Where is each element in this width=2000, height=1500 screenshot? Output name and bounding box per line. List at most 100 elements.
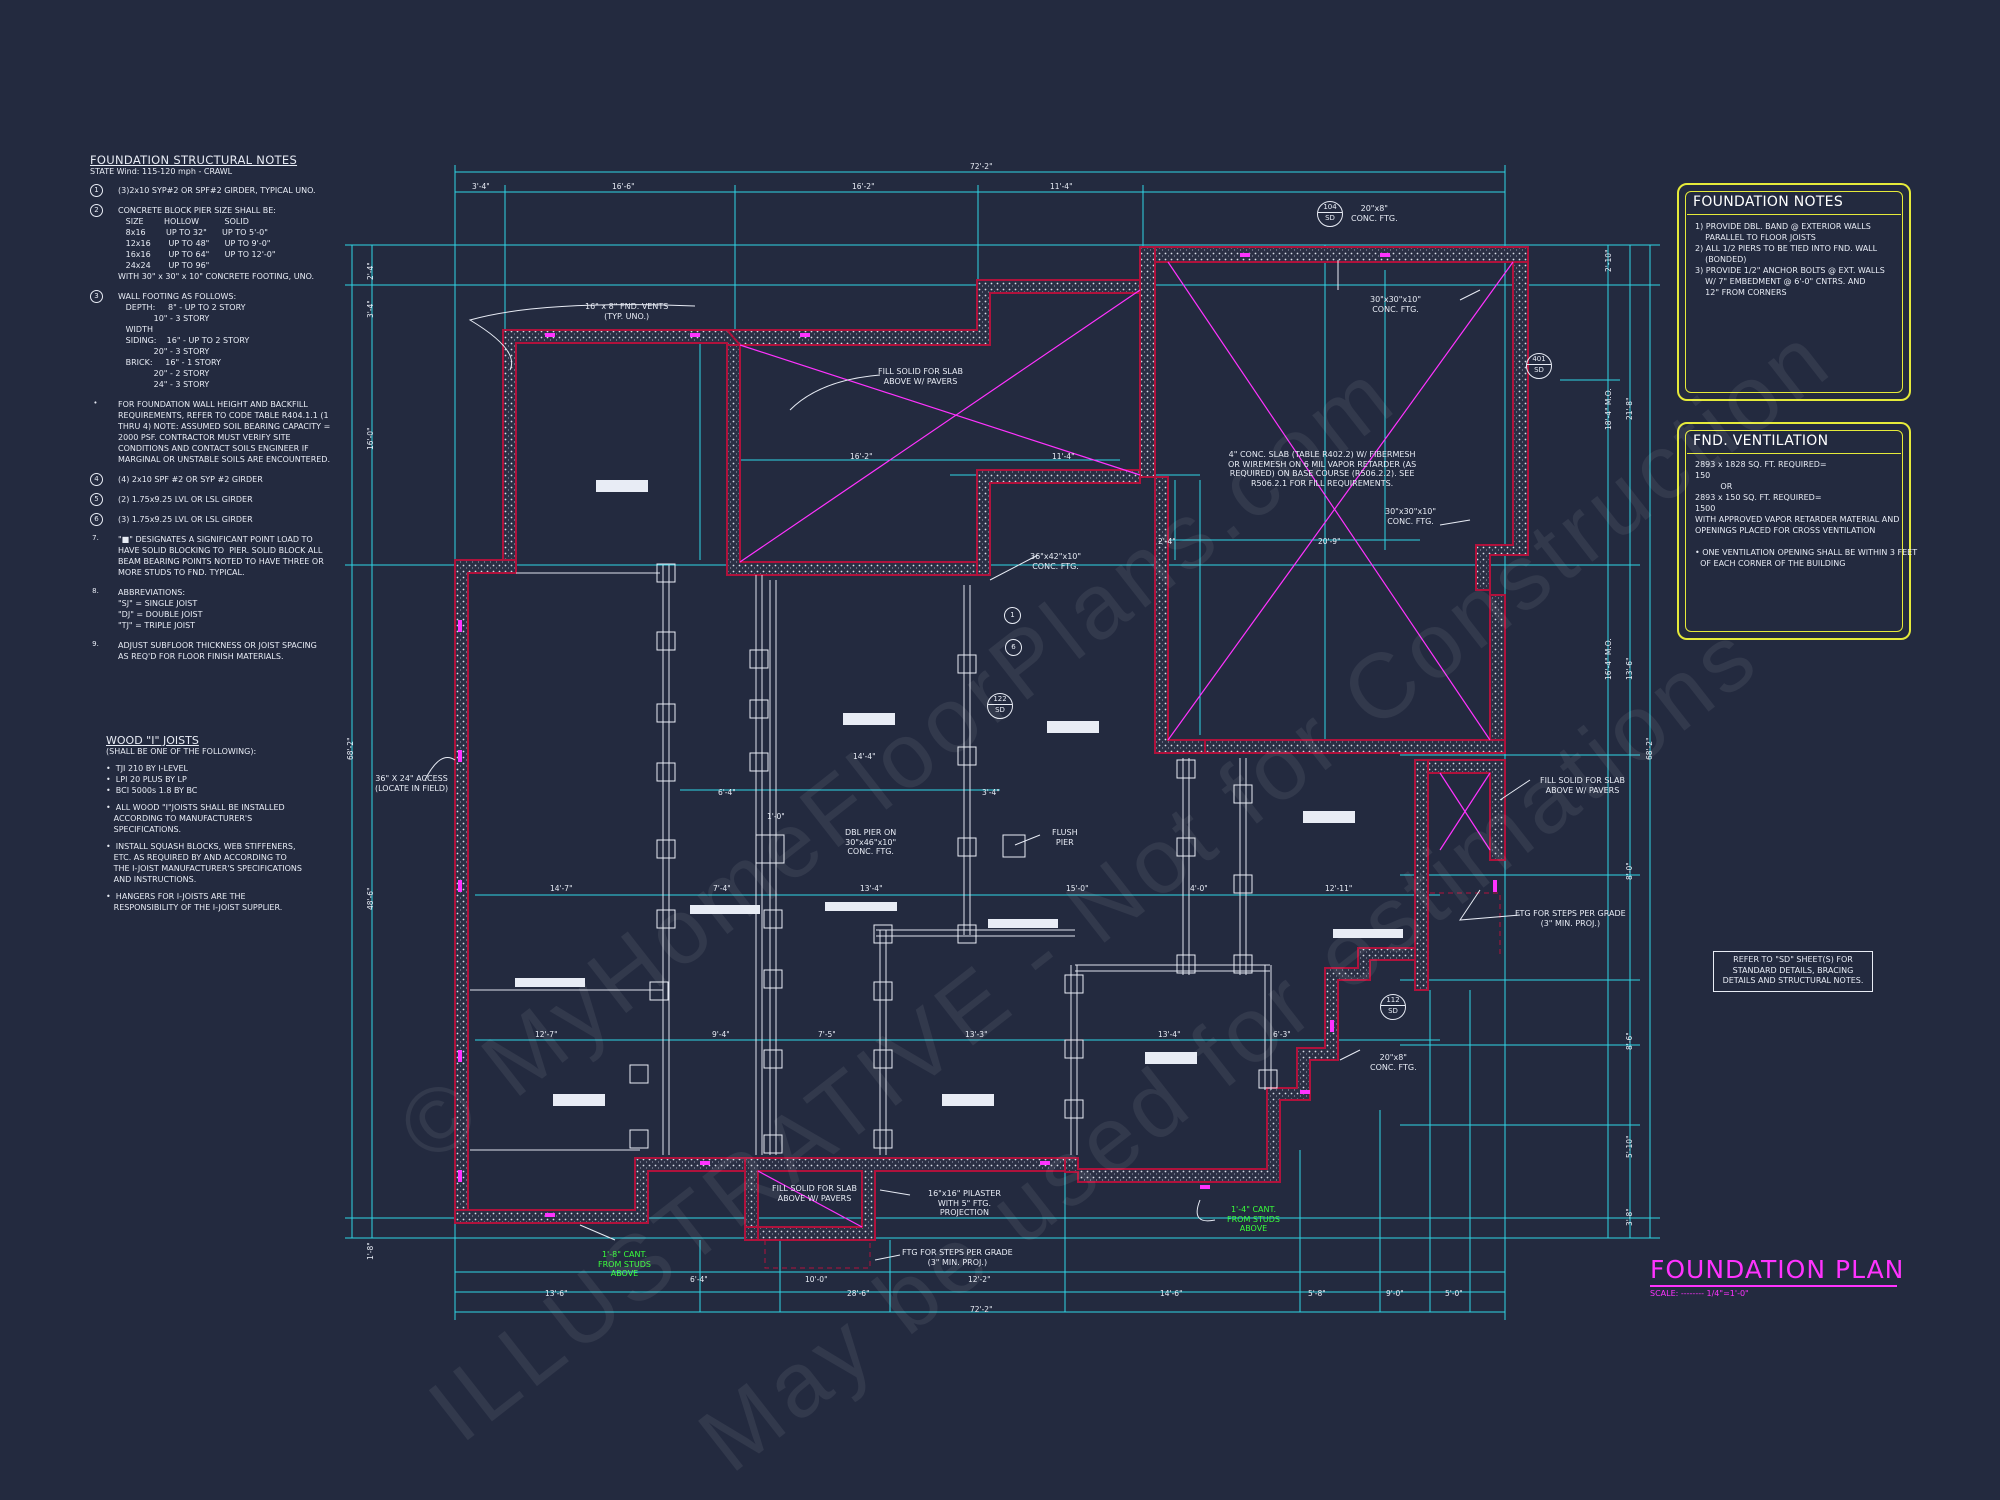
dim-left-seg: 3'-4" <box>366 300 375 318</box>
leader-lines <box>424 260 1531 1261</box>
structural-note: 3 WALL FOOTING AS FOLLOWS: DEPTH: 8" - UP… <box>90 290 360 390</box>
note-line: "TJ" = TRIPLE JOIST <box>118 621 196 630</box>
dim-inner: 14'-4" <box>853 752 876 761</box>
joist-note: • TJI 210 BY I-LEVEL • LPI 20 PLUS BY LP… <box>106 764 198 795</box>
callout-ftg-30-mid: 30"x30"x10" CONC. FTG. <box>1385 507 1437 526</box>
note-line: (3) 1.75x9.25 LVL OR LSL GIRDER <box>118 515 253 524</box>
drawing-scale: SCALE: -------- 1/4"=1'-0" <box>1650 1289 1749 1298</box>
dim-row1: 15'-0" <box>1066 884 1089 893</box>
note-number: 4 <box>90 473 103 486</box>
note-line: MARGINAL OR UNSTABLE SOILS ARE ENCOUNTER… <box>118 455 331 464</box>
wood-joists-title: WOOD "I" JOISTS <box>106 734 199 747</box>
note-line: MORE STUDS TO FND. TYPICAL. <box>118 568 245 577</box>
structural-notes-list: 1(3)2x10 SYP#2 OR SPF#2 GIRDER, TYPICAL … <box>90 184 360 662</box>
note-line: 2000 PSF. CONTRACTOR MUST VERIFY SITE <box>118 433 291 442</box>
ventilation-title: FND. VENTILATION <box>1693 433 1829 449</box>
dim-right-seg: 2'-10" <box>1604 249 1613 272</box>
note-number: • <box>93 399 98 407</box>
dim-bottom-overall: 72'-2" <box>970 1305 993 1314</box>
callout-ftg-36: 36"x42"x10" CONC. FTG. <box>1030 552 1082 571</box>
dim-top-seg: 3'-4" <box>472 182 490 191</box>
note-number: 1 <box>90 184 103 197</box>
callout-ftg-steps-bottom: FTG FOR STEPS PER GRADE (3" MIN. PROJ.) <box>902 1248 1013 1267</box>
dim-row2: 13'-3" <box>965 1030 988 1039</box>
note-line: "SJ" = SINGLE JOIST <box>118 599 198 608</box>
structural-notes-title: FOUNDATION STRUCTURAL NOTES <box>90 153 298 167</box>
note-line: (2) 1.75x9.25 LVL OR LSL GIRDER <box>118 495 253 504</box>
foundation-notes-text: 1) PROVIDE DBL. BAND @ EXTERIOR WALLS PA… <box>1695 222 1885 297</box>
dim-bottom: 28'-6" <box>847 1289 870 1298</box>
note-number: 3 <box>90 290 103 303</box>
note-line: WITH 30" x 30" x 10" CONCRETE FOOTING, U… <box>118 272 315 281</box>
structural-note: 2 CONCRETE BLOCK PIER SIZE SHALL BE: SIZE… <box>90 204 360 282</box>
box-frame <box>1685 430 1903 632</box>
vent-markers <box>458 253 1497 1217</box>
dim-row2: 12'-7" <box>535 1030 558 1039</box>
note-number: 2 <box>90 204 103 217</box>
structural-notes-subtitle: STATE Wind: 115-120 mph - CRAWL <box>90 167 233 176</box>
reference-note: REFER TO "SD" SHEET(S) FOR STANDARD DETA… <box>1713 951 1873 992</box>
callout-access: 36" X 24" ACCESS (LOCATE IN FIELD) <box>375 774 449 793</box>
dim-right-seg: 3'-8" <box>1625 1208 1634 1226</box>
callout-ftg-steps-right: FTG FOR STEPS PER GRADE (3" MIN. PROJ.) <box>1515 909 1626 928</box>
dim-right-seg: 16'-4" M.O. <box>1604 638 1613 680</box>
dim-left-seg: 48'-6" <box>366 887 375 910</box>
note-line: SIDING: 16" - UP TO 2 STORY <box>118 336 250 345</box>
note-line: BRICK: 16" - 1 STORY <box>118 358 221 367</box>
drawing-title: FOUNDATION PLAN <box>1650 1255 1905 1284</box>
callout-pilaster: 16"x16" PILASTER WITH 5" FTG. PROJECTION <box>928 1189 1001 1217</box>
note-line: 20" - 3 STORY <box>118 347 210 356</box>
dim-row2: 7'-5" <box>818 1030 836 1039</box>
dashed-lines <box>764 892 1501 1269</box>
dim-row1: 13'-4" <box>860 884 883 893</box>
callout-ftg-30-top: 30"x30"x10" CONC. FTG. <box>1370 295 1422 314</box>
dim-right-seg: 8'-6" <box>1625 1032 1634 1050</box>
structural-note: 8.ABBREVIATIONS:"SJ" = SINGLE JOIST"DJ" … <box>90 587 360 631</box>
title-underline <box>1650 1285 1897 1287</box>
note-line: "■" DESIGNATES A SIGNIFICANT POINT LOAD … <box>118 535 313 544</box>
dim-row1: 12'-11" <box>1325 884 1353 893</box>
dim-top-overall: 72'-2" <box>970 162 993 171</box>
callout-flush-pier: FLUSH PIER <box>1052 828 1078 847</box>
callout-fill-slab-right: FILL SOLID FOR SLAB ABOVE W/ PAVERS <box>1540 776 1625 795</box>
joist-note: • ALL WOOD "I"JOISTS SHALL BE INSTALLED … <box>106 803 285 834</box>
dim-inner: 6'-4" <box>718 788 736 797</box>
note-line: AS REQ'D FOR FLOOR FINISH MATERIALS. <box>118 652 284 661</box>
dim-inner: 11'-4" <box>1052 452 1075 461</box>
note-number: 6 <box>90 513 103 526</box>
note-number: 9. <box>92 640 99 648</box>
note-line: DEPTH: 8" - UP TO 2 STORY <box>118 303 246 312</box>
note-line: WALL FOOTING AS FOLLOWS: <box>118 292 237 301</box>
note-line: BEAM BEARING POINTS NOTED TO HAVE THREE … <box>118 557 324 566</box>
dim-top-seg: 11'-4" <box>1050 182 1073 191</box>
joist-note: • HANGERS FOR I-JOISTS ARE THE RESPONSIB… <box>106 892 283 912</box>
structural-note: • FOR FOUNDATION WALL HEIGHT AND BACKFILL… <box>90 399 360 465</box>
dim-bottom: 5'-0" <box>1445 1289 1463 1298</box>
dim-row2: 6'-3" <box>1273 1030 1291 1039</box>
note-line: 10" - 3 STORY <box>118 314 210 323</box>
note-line: WIDTH <box>118 325 153 334</box>
note-line: FOR FOUNDATION WALL HEIGHT AND BACKFILL <box>118 400 308 409</box>
pier-markers <box>629 563 1278 1154</box>
dim-row1: 14'-7" <box>550 884 573 893</box>
structural-note: 5 (2) 1.75x9.25 LVL OR LSL GIRDER <box>90 493 360 506</box>
dim-right-seg: 18'-4" M.O. <box>1604 388 1613 430</box>
note-line: 20" - 2 STORY <box>118 369 210 378</box>
dim-bottom: 12'-2" <box>968 1275 991 1284</box>
note-number: 5 <box>90 493 103 506</box>
note-line: CONCRETE BLOCK PIER SIZE SHALL BE: <box>118 206 276 215</box>
structural-note: 9.ADJUST SUBFLOOR THICKNESS OR JOIST SPA… <box>90 640 360 662</box>
note-number: 8. <box>92 587 99 595</box>
note-line: SIZE HOLLOW SOLID <box>118 217 249 226</box>
dim-right-seg: 8'-0" <box>1625 862 1634 880</box>
dim-inner: 3'-4" <box>982 788 1000 797</box>
callout-vents: 16" x 8" FND. VENTS (TYP. UNO.) <box>585 302 669 321</box>
ventilation-box: FND. VENTILATION 2893 x 1828 SQ. FT. REQ… <box>1677 422 1917 640</box>
slab-diagonals <box>739 261 1514 1228</box>
callout-cant-left: 1'-8" CANT. FROM STUDS ABOVE <box>598 1250 651 1278</box>
